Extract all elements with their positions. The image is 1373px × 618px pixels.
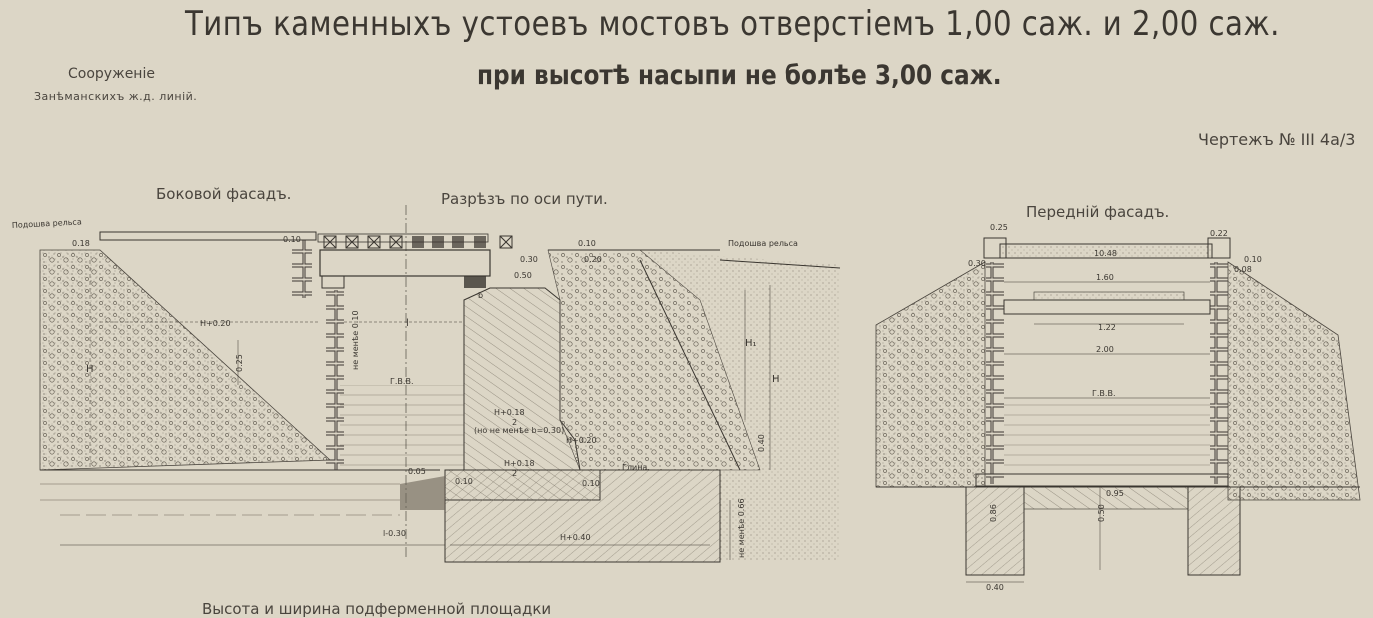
drawing-number: Чертежъ № III 4а/3 — [1198, 130, 1356, 149]
foundation — [444, 469, 721, 563]
gvv-front: Г.В.В. — [1092, 389, 1115, 398]
front-dim-2-00: 2.00 — [1096, 345, 1114, 354]
dim-0-40: 0.40 — [757, 434, 766, 452]
dim-two-a: 2 — [512, 418, 517, 427]
dim-0-10-a: 0.10 — [283, 235, 301, 244]
clay-label: Глина. — [622, 463, 650, 472]
side-facade: Подошва рельса Подошва рельса 0.18 0.10 … — [12, 205, 841, 563]
gvv-side: Г.В.В. — [390, 377, 413, 386]
dim-not-less-0-66: не менѣе 0.66 — [737, 498, 746, 558]
dim-two-b: 2 — [512, 469, 517, 478]
front-dim-0-10: 0.10 — [1244, 255, 1262, 264]
front-dim-0-30: 0.30 — [968, 259, 986, 268]
front-facade: 0.25 0.22 0.30 0.10 0.08 10.48 1.60 1.22… — [875, 223, 1361, 592]
front-dim-0-40: 0.40 — [986, 583, 1004, 592]
front-dim-1-60: 1.60 — [1096, 273, 1114, 282]
builder-label-line1: Сооруженiе — [68, 66, 155, 82]
brick-column-front-right — [1210, 262, 1228, 484]
page-title: Типъ каменныхъ устоевъ мостовъ отверстiе… — [185, 4, 1280, 44]
dim-0-05: 0.05 — [408, 467, 426, 476]
dim-l: l — [406, 318, 409, 329]
front-dim-0-95: 0.95 — [1106, 489, 1124, 498]
dim-b: b — [478, 291, 483, 300]
dim-h1: H₁ — [745, 338, 757, 349]
front-dim-1-22: 1.22 — [1098, 323, 1116, 332]
dim-not-less-0-10: не менѣе 0.10 — [351, 310, 360, 370]
rail-mark-left: Подошва рельса — [12, 217, 82, 230]
dim-h-plus-0-20-b: H+0.20 — [566, 436, 597, 445]
brick-column-front-left — [986, 262, 1004, 484]
side-facade-title: Боковой фасадъ. — [156, 185, 292, 203]
dim-h-plus-0-40: H+0.40 — [560, 533, 591, 542]
dim-not-less-b: (но не менѣе b=0.30) — [474, 426, 564, 435]
dim-h-plus-0-18-b: H+0.18 — [504, 459, 535, 468]
dim-0-20: 0.20 — [584, 255, 602, 264]
sleepers — [323, 235, 513, 249]
dim-0-10-c: 0.10 — [455, 477, 473, 486]
dim-0-10-b: 0.10 — [578, 239, 596, 248]
foundation-front-left — [965, 486, 1025, 576]
section-title: Разрѣзъ по оси пути. — [441, 190, 608, 208]
front-dim-0-08: 0.08 — [1234, 265, 1252, 274]
girder — [319, 249, 491, 277]
dim-l-minus-0-30: l-0.30 — [383, 529, 406, 538]
front-dim-0-25: 0.25 — [990, 223, 1008, 232]
dim-0-18: 0.18 — [72, 239, 90, 248]
front-dim-0-86: 0.86 — [989, 504, 998, 522]
dim-0-25: 0.25 — [235, 354, 244, 372]
foundation-front-right — [1187, 486, 1241, 576]
dim-h-plus-0-20: H+0.20 — [200, 319, 231, 328]
page-subtitle: при высотѣ насыпи не болѣе 3,00 саж. — [477, 60, 1002, 91]
dim-h-right: H — [772, 374, 780, 385]
front-beam-mark: 10.48 — [1094, 249, 1117, 258]
dim-h-left: H — [86, 364, 94, 375]
dim-0-10-d: 0.10 — [582, 479, 600, 488]
rail-mark-right: Подошва рельса — [728, 239, 798, 248]
brick-column-side — [326, 290, 344, 470]
water-area — [340, 385, 464, 473]
water-area-front — [1004, 398, 1210, 474]
deck — [999, 243, 1213, 259]
front-facade-title: Переднiй фасадъ. — [1026, 203, 1170, 221]
front-dim-0-22: 0.22 — [1210, 229, 1228, 238]
front-dim-0-50: 0.50 — [1097, 504, 1106, 522]
dim-0-30: 0.30 — [520, 255, 538, 264]
dim-h-plus-0-18-a: H+0.18 — [494, 408, 525, 417]
builder-label-line2: Занѣманскихъ ж.д. линiй. — [34, 90, 198, 103]
dim-0-50: 0.50 — [514, 271, 532, 280]
